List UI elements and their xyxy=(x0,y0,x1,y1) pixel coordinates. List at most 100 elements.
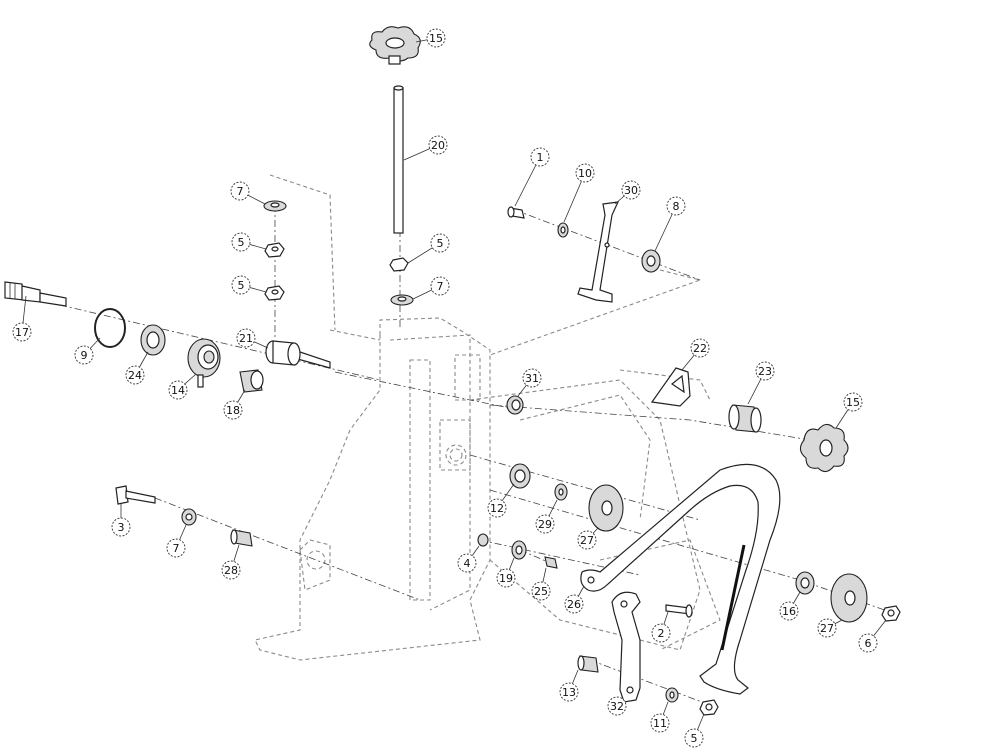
callout-bubble xyxy=(858,633,878,653)
spacer-cylinder xyxy=(728,404,762,433)
callout-number: 5 xyxy=(691,732,698,745)
callout-c13: 13 xyxy=(559,669,579,702)
callout-bubble xyxy=(530,147,550,167)
callout-c15a: 15 xyxy=(415,28,446,48)
callout-c17: 17 xyxy=(12,295,32,342)
callout-c12: 12 xyxy=(487,483,515,518)
bolt-2 xyxy=(665,604,693,618)
callout-bubble xyxy=(12,322,32,342)
callout-c28: 28 xyxy=(221,544,241,580)
nut-upper-left xyxy=(264,242,285,258)
callout-number: 25 xyxy=(534,585,548,598)
callout-c7a: 7 xyxy=(230,181,266,205)
callout-number: 14 xyxy=(171,384,185,397)
disc-27-upper xyxy=(588,484,624,532)
callout-number: 32 xyxy=(610,700,624,713)
callout-number: 4 xyxy=(464,557,471,570)
callout-c21: 21 xyxy=(236,328,269,349)
callout-number: 24 xyxy=(128,369,142,382)
callout-bubble xyxy=(430,233,450,253)
washer-medium-right xyxy=(641,249,661,273)
callout-bubble xyxy=(817,618,837,638)
callout-bubble xyxy=(430,276,450,296)
callout-c22: 22 xyxy=(681,338,710,371)
callout-number: 27 xyxy=(820,622,834,635)
callout-c20: 20 xyxy=(403,135,448,161)
disc-27-lower xyxy=(830,573,868,623)
bushing-28 xyxy=(230,529,253,547)
callout-number: 20 xyxy=(431,139,445,152)
callout-number: 15 xyxy=(846,396,860,409)
callout-bubble xyxy=(690,338,710,358)
callout-number: 7 xyxy=(173,542,180,555)
callout-number: 19 xyxy=(499,572,513,585)
washer-top-left xyxy=(263,200,287,212)
callout-c27b: 27 xyxy=(817,618,843,638)
nut-lower-left xyxy=(264,285,285,301)
callout-bubble xyxy=(621,180,641,200)
screw-small xyxy=(507,206,525,219)
callout-bubble xyxy=(607,696,627,716)
callout-bubble xyxy=(223,400,243,420)
callout-c18: 18 xyxy=(223,389,246,420)
washer-19 xyxy=(511,540,527,560)
callout-bubble xyxy=(577,530,597,550)
callout-c15b: 15 xyxy=(835,392,863,429)
callout-c1: 1 xyxy=(514,147,550,207)
callout-c29: 29 xyxy=(535,499,558,534)
callout-number: 18 xyxy=(226,404,240,417)
callout-c5a: 5 xyxy=(231,232,267,252)
callout-number: 29 xyxy=(538,518,552,531)
callout-bubble xyxy=(779,601,799,621)
callout-c3: 3 xyxy=(111,504,131,537)
callout-number: 7 xyxy=(437,280,444,293)
callout-c26: 26 xyxy=(564,585,585,614)
callout-number: 28 xyxy=(224,564,238,577)
lever-32 xyxy=(611,591,641,703)
callout-c5c: 5 xyxy=(231,275,267,295)
callout-c30: 30 xyxy=(614,180,641,205)
callout-bubble xyxy=(575,163,595,183)
callout-bubble xyxy=(666,196,686,216)
bushing-31 xyxy=(506,395,524,415)
callout-c2: 2 xyxy=(651,611,671,643)
callout-bubble xyxy=(231,232,251,252)
callout-c24: 24 xyxy=(125,351,149,385)
callout-c11: 11 xyxy=(650,701,670,733)
washer-large xyxy=(140,324,166,356)
callout-bubble xyxy=(125,365,145,385)
bushing-13 xyxy=(577,655,599,673)
callout-bubble xyxy=(221,560,241,580)
callout-c6: 6 xyxy=(858,619,887,653)
callout-c7c: 7 xyxy=(166,524,187,558)
callout-bubble xyxy=(457,553,477,573)
assembly-axes xyxy=(59,205,891,706)
callout-bubble xyxy=(843,392,863,412)
callout-bubble xyxy=(168,380,188,400)
callout-c5b: 5 xyxy=(407,233,450,264)
callout-c14: 14 xyxy=(168,373,197,400)
bearing-12 xyxy=(509,463,531,489)
callout-number: 31 xyxy=(525,372,539,385)
snap-ring xyxy=(94,308,126,348)
callout-number: 12 xyxy=(490,502,504,515)
callout-number: 9 xyxy=(81,349,88,362)
callout-number: 1 xyxy=(537,151,544,164)
belt-guide-arm xyxy=(580,463,781,695)
callout-bubble xyxy=(166,538,186,558)
callout-bubble xyxy=(755,361,775,381)
callout-bubble xyxy=(564,594,584,614)
callout-c23: 23 xyxy=(747,361,775,405)
callout-number: 5 xyxy=(238,279,245,292)
input-shaft xyxy=(4,281,67,307)
callout-number: 5 xyxy=(238,236,245,249)
nut-bottom xyxy=(699,699,719,716)
callout-number: 22 xyxy=(693,342,707,355)
callout-c4: 4 xyxy=(457,545,480,573)
callout-bubble xyxy=(111,517,131,537)
washer-11 xyxy=(665,687,679,703)
triangle-gusset xyxy=(650,367,691,407)
washer-small-right xyxy=(557,222,569,238)
